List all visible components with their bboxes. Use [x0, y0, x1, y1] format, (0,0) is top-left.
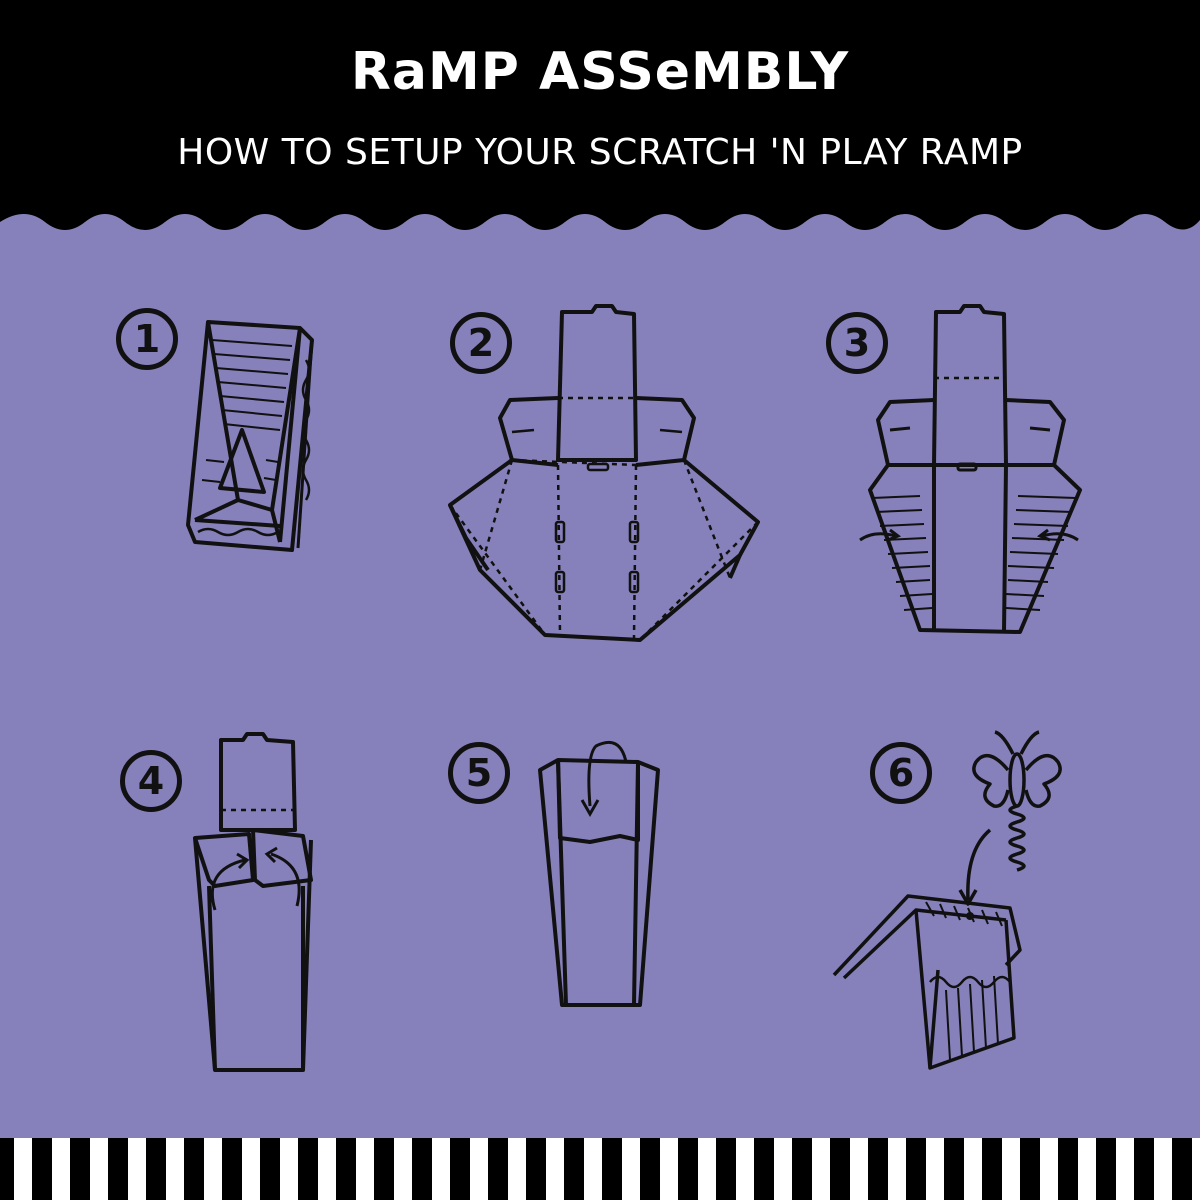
footer-stripe — [698, 1138, 716, 1200]
step-1-number: 1 — [116, 308, 178, 370]
footer-stripe — [622, 1138, 640, 1200]
wavy-header-background — [0, 0, 1200, 230]
footer-stripe — [1192, 1138, 1200, 1200]
footer-stripe — [166, 1138, 184, 1200]
footer-stripe — [1154, 1138, 1172, 1200]
header-banner: RaMP ASSeMBLY HOW TO SETUP YOUR SCRATCH … — [0, 0, 1200, 250]
step-1-folded-ramp-illustration — [186, 320, 314, 552]
footer-stripe — [736, 1138, 754, 1200]
page-title: RaMP ASSeMBLY — [350, 42, 850, 102]
striped-footer-border — [0, 1138, 1200, 1200]
step-5-number: 5 — [448, 742, 510, 804]
page-subtitle: HOW TO SETUP YOUR SCRATCH 'N PLAY RAMP — [177, 132, 1023, 173]
footer-stripe — [356, 1138, 374, 1200]
step-6-number: 6 — [870, 742, 932, 804]
footer-stripe — [394, 1138, 412, 1200]
footer-stripe — [584, 1138, 602, 1200]
footer-stripe — [1002, 1138, 1020, 1200]
step-5-tuck-flap-illustration — [538, 741, 660, 1007]
footer-stripe — [1078, 1138, 1096, 1200]
footer-stripe — [926, 1138, 944, 1200]
footer-stripe — [1116, 1138, 1134, 1200]
footer-stripe — [52, 1138, 70, 1200]
footer-stripe — [204, 1138, 222, 1200]
step-4-fold-illustration — [193, 732, 313, 1072]
footer-stripe — [318, 1138, 336, 1200]
footer-stripe — [90, 1138, 108, 1200]
footer-stripe — [546, 1138, 564, 1200]
footer-stripe — [888, 1138, 906, 1200]
footer-stripe — [242, 1138, 260, 1200]
footer-stripe — [128, 1138, 146, 1200]
footer-stripe — [812, 1138, 830, 1200]
step-6-butterfly-toy-insert-illustration — [832, 730, 1062, 1070]
footer-stripe — [850, 1138, 868, 1200]
footer-stripe — [14, 1138, 32, 1200]
footer-stripe — [964, 1138, 982, 1200]
footer-stripe — [774, 1138, 792, 1200]
footer-stripe — [508, 1138, 526, 1200]
footer-stripe — [280, 1138, 298, 1200]
step-3-side-flaps-fold-illustration — [859, 304, 1082, 634]
footer-stripe — [1040, 1138, 1058, 1200]
step-4-number: 4 — [120, 750, 182, 812]
footer-stripe — [660, 1138, 678, 1200]
step-2-number: 2 — [450, 312, 512, 374]
step-3-number: 3 — [826, 312, 888, 374]
footer-stripe — [470, 1138, 488, 1200]
step-2-unfolded-ramp-illustration — [448, 304, 760, 642]
footer-stripe — [432, 1138, 450, 1200]
